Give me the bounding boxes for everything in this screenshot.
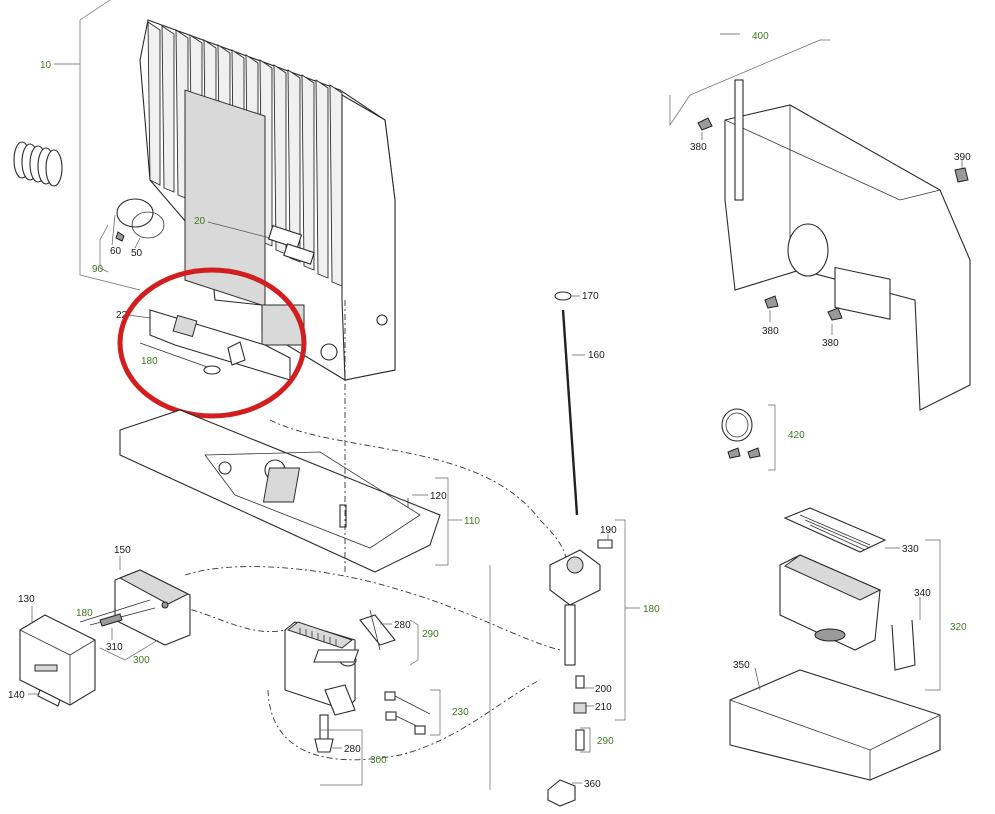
label-290-valve: 290 <box>597 736 614 747</box>
label-210: 210 <box>595 702 612 713</box>
highlighted-burner-subassembly: 22 180 <box>116 267 307 419</box>
ring-clamp-set: 60 50 90 <box>92 198 165 275</box>
label-420: 420 <box>788 430 805 441</box>
burner-slots <box>299 628 337 646</box>
label-110: 110 <box>464 516 480 527</box>
label-150: 150 <box>114 545 131 556</box>
label-50: 50 <box>131 248 143 259</box>
label-350: 350 <box>733 660 750 671</box>
label-130: 130 <box>18 594 35 605</box>
label-10: 10 <box>40 60 52 71</box>
burner-assembly: 280 290 230 280 300 <box>284 609 469 786</box>
label-120: 120 <box>430 491 447 502</box>
base-plate: 120 110 <box>119 409 480 573</box>
highlight-circle <box>117 267 307 419</box>
outer-casing: 400 380 390 380 380 <box>669 31 971 411</box>
label-380-top: 380 <box>690 142 707 153</box>
label-190: 190 <box>600 525 617 536</box>
label-390: 390 <box>954 152 971 163</box>
label-20: 20 <box>194 216 206 227</box>
label-160: 160 <box>588 350 605 361</box>
drip-tray-assembly: 330 340 320 350 <box>729 507 967 781</box>
label-330: 330 <box>902 544 919 555</box>
label-360: 360 <box>584 779 601 790</box>
heat-exchanger-assembly: 10 <box>13 0 396 381</box>
label-90: 90 <box>92 264 104 275</box>
label-140: 140 <box>8 690 25 701</box>
label-22: 22 <box>116 310 128 321</box>
label-300-control: 300 <box>133 655 150 666</box>
label-230: 230 <box>452 707 469 718</box>
label-60: 60 <box>110 246 122 257</box>
connector-20: 20 <box>194 216 315 265</box>
grille-pattern <box>799 514 871 551</box>
label-380-mid: 380 <box>762 326 779 337</box>
label-290-burner: 290 <box>422 629 439 640</box>
coil-spring <box>13 141 63 187</box>
label-180-control: 180 <box>76 608 93 619</box>
gas-valve-assembly: 170 160 190 200 210 290 360 180 <box>313 291 660 807</box>
label-180-subassembly: 180 <box>141 356 158 367</box>
ring-420: 420 <box>721 404 805 471</box>
label-280-ignitor: 280 <box>344 744 361 755</box>
label-380-low: 380 <box>822 338 839 349</box>
label-300-burner: 300 <box>370 755 387 766</box>
label-180-valve: 180 <box>643 604 660 615</box>
label-280-burner: 280 <box>394 620 411 631</box>
label-320: 320 <box>950 622 967 633</box>
label-310: 310 <box>106 642 123 653</box>
label-200: 200 <box>595 684 612 695</box>
label-340: 340 <box>914 588 931 599</box>
label-400: 400 <box>752 31 769 42</box>
label-170: 170 <box>582 291 599 302</box>
control-box-assembly: 130 140 150 180 310 300 <box>8 545 191 707</box>
